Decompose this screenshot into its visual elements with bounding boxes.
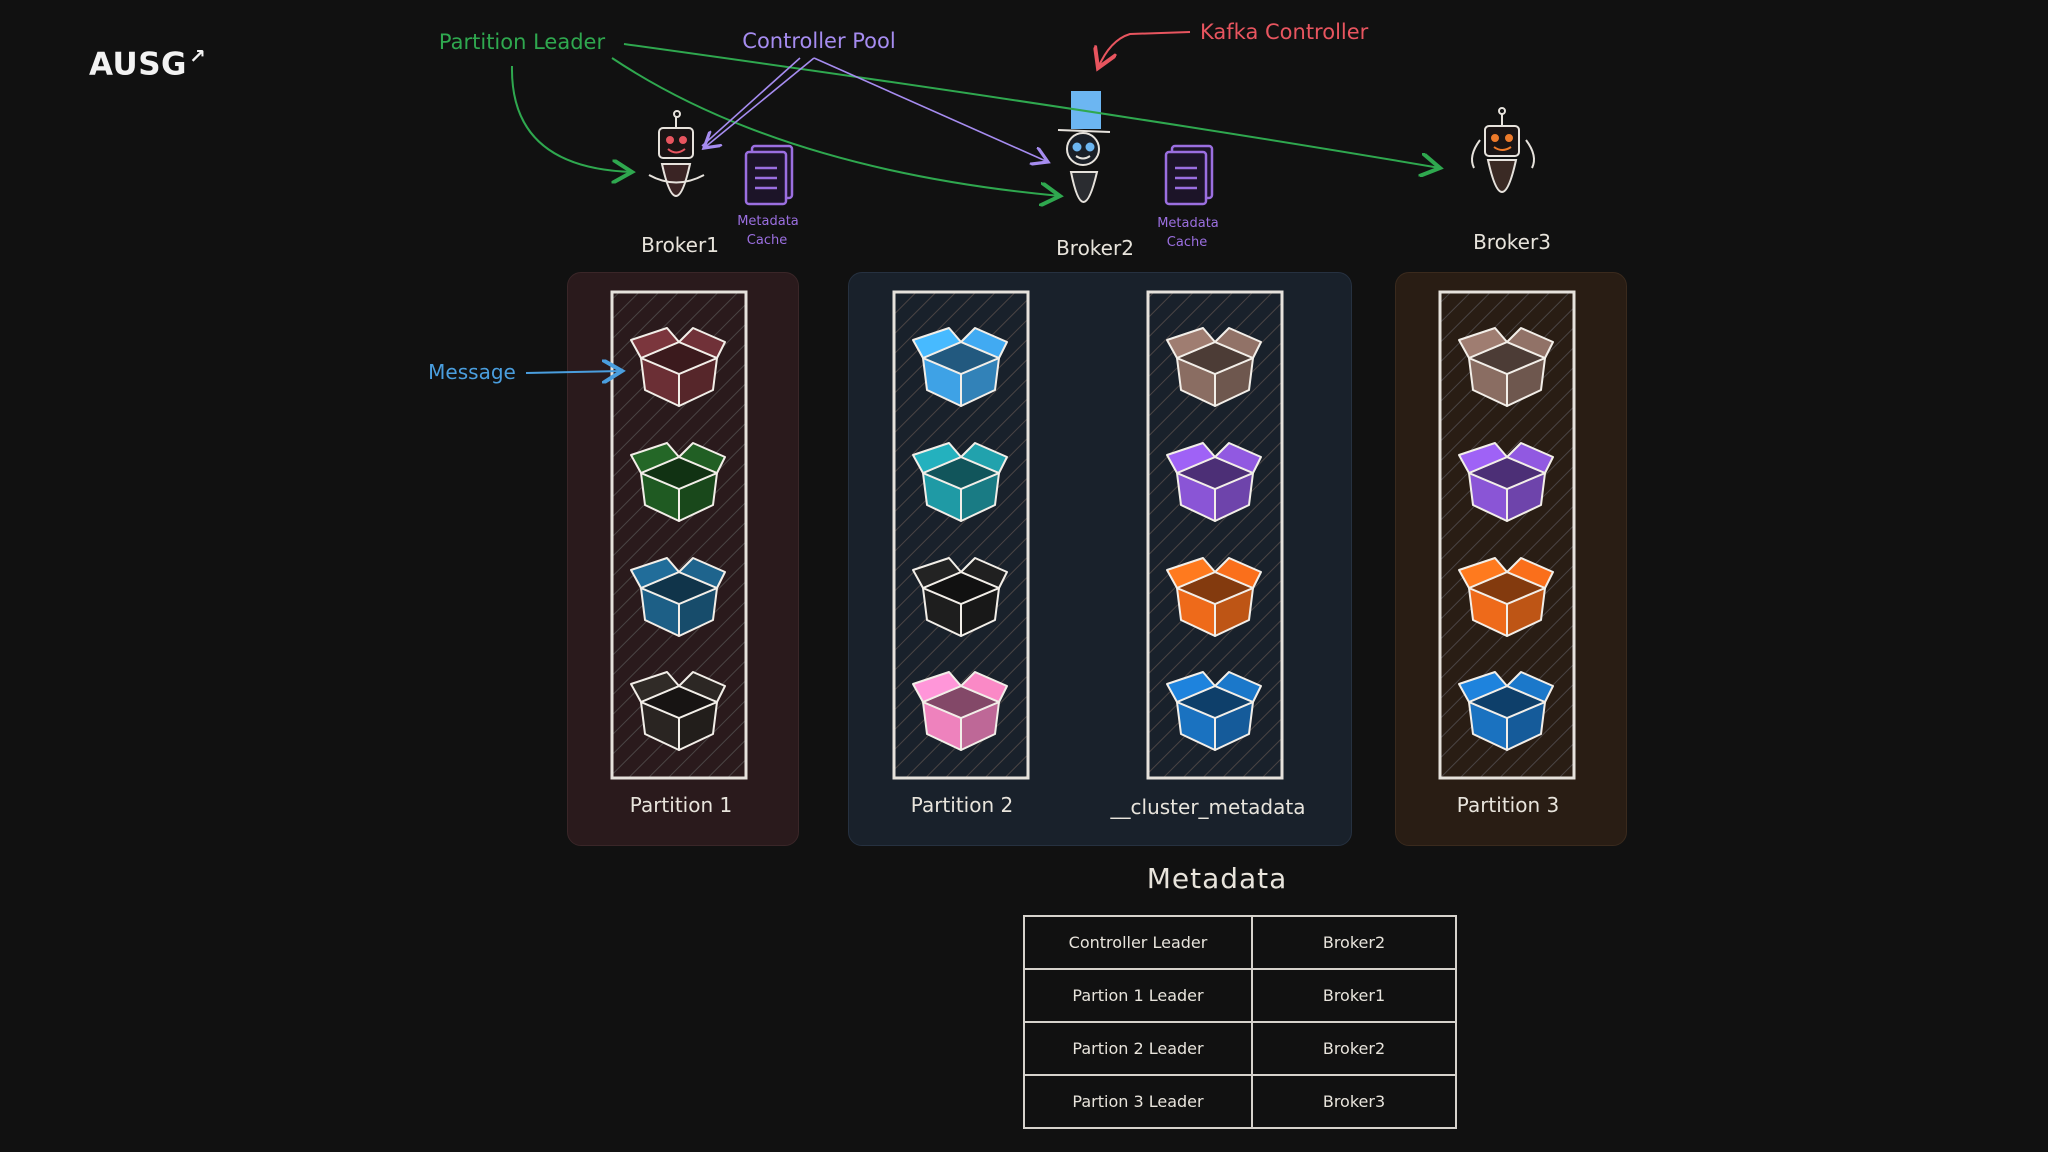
broker2-label: Broker2 <box>1056 236 1134 260</box>
metadata-key: Partion 3 Leader <box>1023 1074 1253 1129</box>
table-row: Controller Leader Broker2 <box>1023 915 1457 970</box>
partition-1-label: Partition 1 <box>629 793 733 817</box>
broker2-cache-icon <box>1164 144 1214 206</box>
broker1-cache-label-line1: Metadata <box>737 214 799 229</box>
message-box-icon <box>1458 557 1554 637</box>
table-row: Partion 3 Leader Broker3 <box>1023 1074 1457 1129</box>
controller-pool-arrows <box>701 57 1048 162</box>
metadata-table: Controller Leader Broker2 Partion 1 Lead… <box>1023 915 1457 1129</box>
metadata-key: Partion 1 Leader <box>1023 968 1253 1023</box>
message-box-icon <box>1458 327 1554 407</box>
message-box-icon <box>912 442 1008 522</box>
cluster-metadata-label: __cluster_metadata <box>1110 795 1306 819</box>
broker1-cache-icon <box>744 144 794 206</box>
broker3-robot-icon <box>1471 107 1535 193</box>
kafka-controller-arrow <box>1098 31 1191 68</box>
broker1-label: Broker1 <box>641 233 719 257</box>
message-box-icon <box>1166 557 1262 637</box>
message-box-icon <box>630 327 726 407</box>
message-box-icon <box>912 327 1008 407</box>
message-box-icon <box>630 442 726 522</box>
message-box-icon <box>630 671 726 751</box>
metadata-key: Controller Leader <box>1023 915 1253 970</box>
message-box-icon <box>1166 671 1262 751</box>
kafka-controller-label: Kafka Controller <box>1200 20 1369 44</box>
partition-leader-arrows <box>510 43 1440 196</box>
partition-3-label: Partition 3 <box>1456 793 1560 817</box>
message-box-icon <box>1458 442 1554 522</box>
logo-arrow-icon: ↗ <box>188 44 207 68</box>
metadata-value: Broker2 <box>1251 1021 1457 1076</box>
controller-pool-label: Controller Pool <box>742 29 896 53</box>
table-row: Partion 1 Leader Broker1 <box>1023 968 1457 1023</box>
partition-leader-label: Partition Leader <box>438 30 606 54</box>
message-box-icon <box>1166 327 1262 407</box>
partition-2-label: Partition 2 <box>910 793 1014 817</box>
broker2-cache-label-line2: Cache <box>1166 235 1208 250</box>
message-box-icon <box>1458 671 1554 751</box>
logo-text: AUSG <box>89 46 187 83</box>
broker1-cache-label-line2: Cache <box>746 233 788 248</box>
message-box-icon <box>1166 442 1262 522</box>
metadata-value: Broker1 <box>1251 968 1457 1023</box>
metadata-key: Partion 2 Leader <box>1023 1021 1253 1076</box>
broker1-robot-icon <box>648 110 705 197</box>
broker3-label: Broker3 <box>1473 230 1551 254</box>
metadata-value: Broker2 <box>1251 915 1457 970</box>
message-box-icon <box>630 557 726 637</box>
metadata-title: Metadata <box>1146 862 1288 895</box>
ausg-logo: AUSG↗ <box>89 44 206 82</box>
message-box-icon <box>912 671 1008 751</box>
message-box-icon <box>912 557 1008 637</box>
message-label: Message <box>428 360 516 384</box>
message-boxes <box>630 327 1554 751</box>
metadata-value: Broker3 <box>1251 1074 1457 1129</box>
message-arrow <box>525 371 622 373</box>
table-row: Partion 2 Leader Broker2 <box>1023 1021 1457 1076</box>
broker2-cache-label-line1: Metadata <box>1157 216 1219 231</box>
